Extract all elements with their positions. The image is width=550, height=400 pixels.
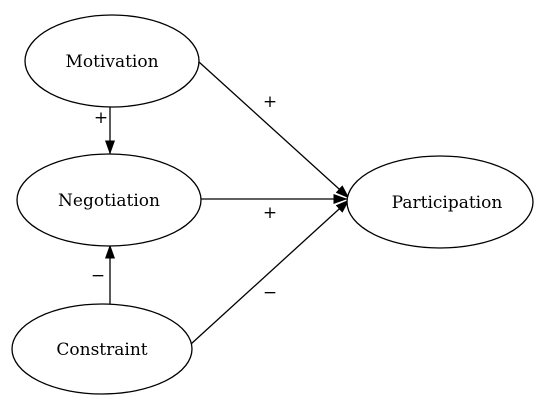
node-ellipse [346, 155, 534, 249]
node-label-motivation: Motivation [65, 52, 158, 72]
edge-sign-positive: + [94, 108, 108, 128]
node-participation: Participation [346, 155, 534, 249]
node-label-negotiation: Negotiation [58, 191, 160, 211]
edge-constraint-to-negotiation: − [91, 244, 115, 305]
edge-sign-positive: + [263, 203, 277, 223]
node-ellipse [16, 153, 202, 247]
node-ellipse [24, 14, 200, 108]
edge-sign-negative: − [91, 266, 105, 286]
edge-sign-negative: − [263, 283, 277, 303]
node-label-participation: Participation [392, 193, 503, 213]
edge-line [190, 199, 350, 345]
edge-sign-positive: + [263, 92, 277, 112]
node-ellipse [11, 303, 193, 395]
edge-negotiation-to-participation: + [201, 194, 348, 223]
edge-line [198, 61, 350, 199]
node-constraint: Constraint [11, 303, 193, 395]
edge-motivation-to-participation: + [198, 61, 350, 199]
node-label-constraint: Constraint [56, 340, 147, 360]
edge-constraint-to-participation: − [190, 199, 350, 345]
node-negotiation: Negotiation [16, 153, 202, 247]
node-motivation: Motivation [24, 14, 200, 108]
